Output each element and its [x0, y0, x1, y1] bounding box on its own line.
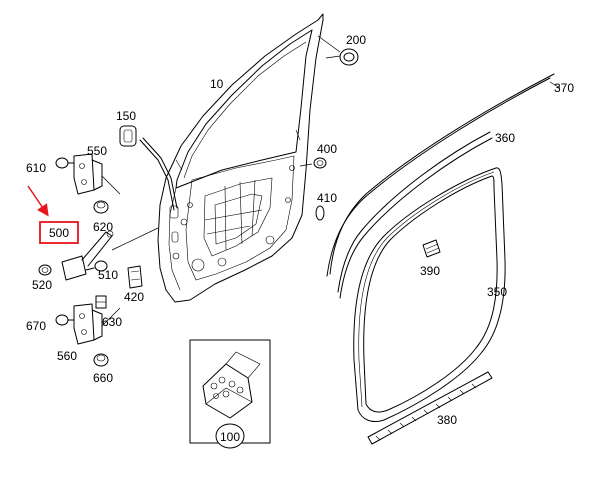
- hinge-lower-560: [73, 303, 121, 345]
- callout-200: 200: [346, 33, 366, 47]
- clip-150: [119, 125, 178, 211]
- callout-510: 510: [98, 268, 118, 282]
- grommet-200: [317, 35, 359, 66]
- callout-400: 400: [317, 142, 337, 156]
- callout-370: 370: [554, 81, 574, 95]
- callout-610: 610: [26, 161, 46, 175]
- callout-360: 360: [495, 131, 515, 145]
- leader-lines: [299, 55, 341, 167]
- door-shell-10: [157, 13, 324, 303]
- clip-630: [95, 295, 107, 309]
- seal-360: [337, 131, 493, 299]
- callout-520: 520: [32, 278, 52, 292]
- door-seal-350: [353, 167, 506, 423]
- callout-390: 390: [420, 264, 440, 278]
- callout-550: 550: [87, 144, 107, 158]
- nut-620: [93, 200, 109, 214]
- bolt-670: [55, 314, 75, 326]
- highlight-500: [27, 185, 79, 244]
- bracket-420: [127, 265, 143, 289]
- strip-380: [367, 371, 493, 445]
- callout-660: 660: [93, 371, 113, 385]
- callout-630: 630: [102, 315, 122, 329]
- callout-560: 560: [57, 349, 77, 363]
- plug-410: [315, 205, 325, 221]
- callout-670: 670: [26, 319, 46, 333]
- highlight-box: [39, 221, 79, 244]
- callout-350: 350: [487, 285, 507, 299]
- callout-500: 500: [49, 226, 69, 240]
- bolt-510: [85, 260, 108, 272]
- bolt-610: [55, 157, 75, 169]
- grommet-400: [313, 157, 327, 169]
- callout-620: 620: [93, 220, 113, 234]
- check-strap-500: [61, 227, 159, 281]
- nut-660: [93, 353, 109, 367]
- nut-520: [38, 264, 52, 276]
- repair-kit-100: [189, 339, 271, 449]
- callout-100: 100: [220, 430, 240, 444]
- seal-370: [326, 73, 561, 277]
- callout-420: 420: [124, 290, 144, 304]
- red-arrow: [27, 185, 49, 217]
- callout-10: 10: [210, 77, 224, 91]
- clip-390: [422, 239, 441, 258]
- callout-150: 150: [116, 109, 136, 123]
- callout-410: 410: [317, 191, 337, 205]
- hinge-upper-550: [73, 153, 121, 195]
- callout-labels: 10 150 200 370 360 400 410 550 610 620 5…: [26, 33, 574, 444]
- callout-380: 380: [437, 413, 457, 427]
